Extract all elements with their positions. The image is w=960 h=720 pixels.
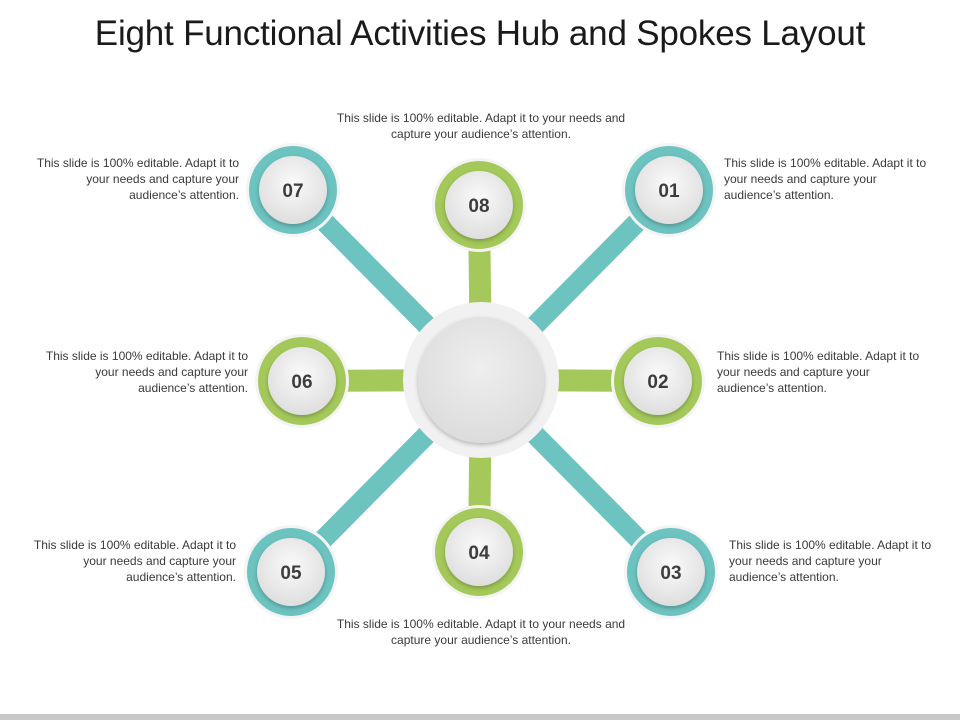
bottom-bar [0,714,960,720]
node-02-description: This slide is 100% editable. Adapt it to… [717,349,920,395]
node-04: 04 [432,505,526,599]
node-04-description: This slide is 100% editable. Adapt it to… [336,617,626,647]
node-03: 03 [624,525,718,619]
node-07-number: 07 [282,181,303,202]
hub-inner-circle [418,317,544,443]
node-02: 02 [611,334,705,428]
node-03-description: This slide is 100% editable. Adapt it to… [729,538,932,584]
node-02-number: 02 [647,372,668,393]
node-05-description: This slide is 100% editable. Adapt it to… [33,538,236,584]
node-08-number: 08 [468,196,489,217]
nodes-layer: 01 02 03 04 05 06 07 08 [244,143,718,619]
node-06-number: 06 [291,372,312,393]
hub [403,302,559,458]
node-06-inner-circle [268,347,336,415]
node-02-inner-circle [624,347,692,415]
node-08: 08 [432,158,526,252]
node-01-description: This slide is 100% editable. Adapt it to… [724,156,927,202]
node-07-description: This slide is 100% editable. Adapt it to… [36,156,239,202]
node-06: 06 [255,334,349,428]
node-01-inner-circle [635,156,703,224]
node-05-inner-circle [257,538,325,606]
node-08-inner-circle [445,171,513,239]
node-03-number: 03 [660,563,681,584]
node-05: 05 [244,525,338,619]
slide-title: Eight Functional Activities Hub and Spok… [94,14,866,53]
node-01-number: 01 [658,181,680,202]
node-08-description: This slide is 100% editable. Adapt it to… [336,111,626,141]
node-07: 07 [246,143,340,237]
node-06-description: This slide is 100% editable. Adapt it to… [45,349,248,395]
node-03-inner-circle [637,538,705,606]
node-07-inner-circle [259,156,327,224]
node-04-inner-circle [445,518,513,586]
node-01: 01 [622,143,716,237]
node-05-number: 05 [280,563,302,584]
node-04-number: 04 [468,543,490,564]
